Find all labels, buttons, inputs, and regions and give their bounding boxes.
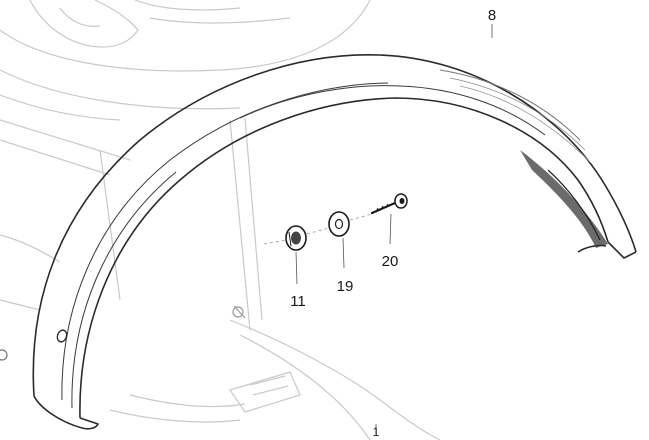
leader-lines [263, 24, 493, 434]
rear-fender [32, 54, 637, 430]
washer-part [328, 211, 350, 237]
callout-bolt: 20 [382, 253, 399, 270]
bolt-part [370, 193, 408, 215]
callout-nut: 11 [290, 293, 306, 310]
callout-fender: 8 [488, 7, 496, 24]
nut-part [285, 225, 307, 251]
frame-ghost [0, 0, 441, 440]
callout-frame: 1 [373, 425, 380, 439]
callout-washer: 19 [337, 278, 354, 295]
